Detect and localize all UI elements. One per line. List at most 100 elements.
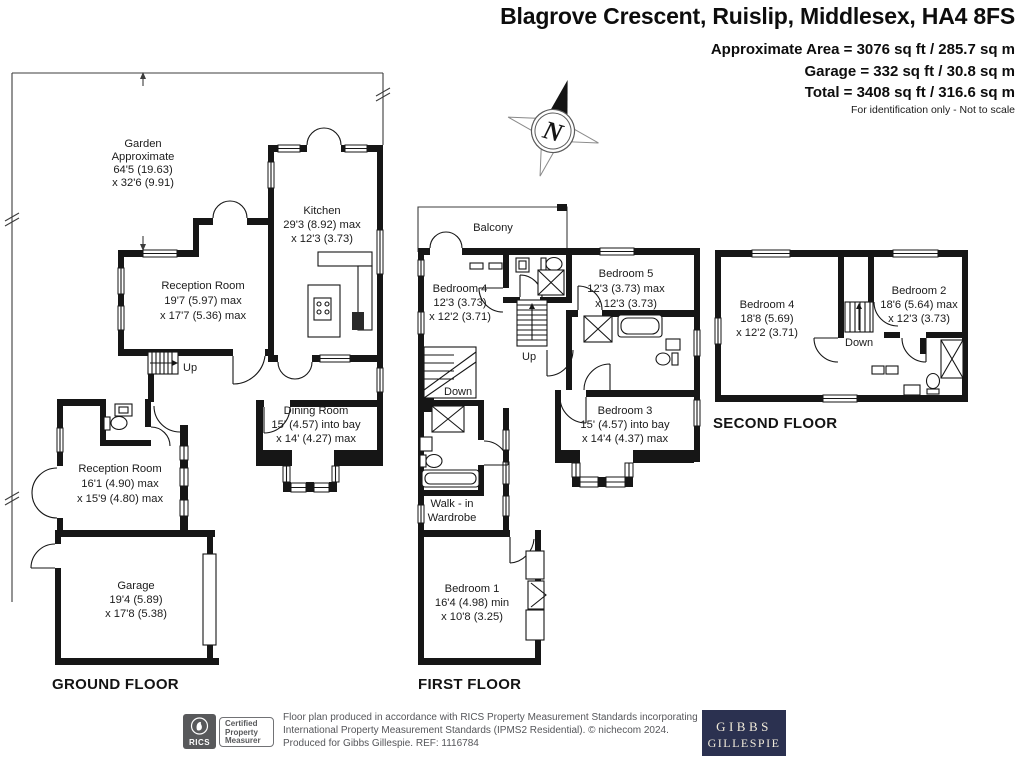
footer-disclaimer: Floor plan produced in accordance with R… bbox=[283, 712, 698, 750]
brand-line: GIBBS bbox=[716, 719, 772, 734]
bedroom-2-label: Bedroom 2 18'6 (5.64) max x 12'3 (3.73) bbox=[880, 285, 958, 325]
room-label-line: 16'1 (4.90) max bbox=[81, 478, 159, 490]
room-label-line: Kitchen bbox=[303, 205, 340, 217]
cert-line: Certified bbox=[225, 719, 258, 728]
first-floor-title: FIRST FLOOR bbox=[418, 676, 521, 693]
second-floor-walls bbox=[715, 250, 968, 402]
room-label-line: Reception Room bbox=[78, 463, 161, 475]
first-floor-stairs bbox=[423, 299, 548, 399]
shower-room-fixtures bbox=[419, 405, 480, 488]
reception-room-2-label: Reception Room 16'1 (4.90) max x 15'9 (4… bbox=[77, 463, 163, 505]
second-floor-doors bbox=[813, 301, 927, 363]
room-label-line: Bedroom 4 bbox=[433, 283, 488, 295]
ground-floor-doors bbox=[30, 127, 342, 569]
ground-floor-windows bbox=[56, 144, 384, 517]
first-floor-plan: Balcony Bedroom 4 12'3 (3.73) x 12'2 (3.… bbox=[417, 204, 701, 693]
reception-room-1-label: Reception Room 19'7 (5.97) max x 17'7 (5… bbox=[160, 280, 246, 322]
kitchen-label: Kitchen 29'3 (8.92) max x 12'3 (3.73) bbox=[283, 205, 361, 245]
bedroom-5-label: Bedroom 5 12'3 (3.73) max x 12'3 (3.73) bbox=[587, 268, 665, 310]
kitchen-units bbox=[307, 251, 373, 338]
second-floor-title: SECOND FLOOR bbox=[713, 415, 837, 432]
room-label-line: x 17'8 (5.38) bbox=[105, 608, 167, 620]
room-label-line: x 12'2 (3.71) bbox=[429, 311, 491, 323]
room-label-line: Bedroom 1 bbox=[445, 583, 500, 595]
room-label-line: 18'8 (5.69) bbox=[740, 313, 793, 325]
first-floor-doors bbox=[429, 231, 611, 564]
wardrobe-label: Walk - in Wardrobe bbox=[428, 498, 477, 524]
approximate-area: Approximate Area = 3076 sq ft / 285.7 sq… bbox=[710, 41, 1015, 58]
room-label-line: Bedroom 4 bbox=[740, 299, 795, 311]
room-label-line: Bedroom 3 bbox=[598, 405, 653, 417]
garage-label: Garage 19'4 (5.89) x 17'8 (5.38) bbox=[105, 580, 167, 620]
stairs-down-label: Down bbox=[845, 337, 873, 349]
compass-icon: N bbox=[507, 80, 599, 177]
disclaimer-line: Floor plan produced in accordance with R… bbox=[283, 712, 698, 723]
room-label-line: x 14' (4.27) max bbox=[276, 433, 356, 445]
ground-floor-title: GROUND FLOOR bbox=[52, 676, 179, 693]
area-summary: Approximate Area = 3076 sq ft / 285.7 sq… bbox=[711, 39, 1015, 104]
bedroom-4-second-label: Bedroom 4 18'8 (5.69) x 12'2 (3.71) bbox=[736, 299, 798, 339]
room-label-line: x 12'3 (3.73) bbox=[595, 298, 657, 310]
rics-wordmark: RICS bbox=[189, 738, 210, 747]
wc-fixtures bbox=[103, 403, 133, 431]
ground-floor-plan: Garden Approximate 64'5 (19.63) x 32'6 (… bbox=[4, 72, 391, 693]
room-label-line: x 14'4 (4.37) max bbox=[582, 433, 668, 445]
page-title: Blagrove Crescent, Ruislip, Middlesex, H… bbox=[500, 3, 1015, 29]
ensuite-fixtures bbox=[583, 314, 681, 366]
garden-label: Garden Approximate 64'5 (19.63) x 32'6 (… bbox=[112, 138, 175, 189]
gibbs-gillespie-logo: GIBBS GILLESPIE bbox=[702, 710, 786, 756]
bedroom-1-label: Bedroom 1 16'4 (4.98) min x 10'8 (3.25) bbox=[435, 583, 509, 623]
garden-label-line: x 32'6 (9.91) bbox=[112, 177, 174, 189]
second-floor-plan: Bedroom 4 18'8 (5.69) x 12'2 (3.71) Bedr… bbox=[713, 249, 968, 432]
stairs-up-label: Up bbox=[522, 351, 536, 363]
room-label-line: Bedroom 5 bbox=[599, 268, 654, 280]
garden-label-line: Approximate bbox=[112, 151, 175, 163]
room-label-line: 15' (4.57) into bay bbox=[271, 419, 361, 431]
total-area: Total = 3408 sq ft / 316.6 sq m bbox=[804, 84, 1015, 101]
ground-floor-stairs bbox=[147, 351, 179, 375]
second-floor-stairs bbox=[844, 301, 874, 333]
brand-line: GILLESPIE bbox=[707, 736, 781, 750]
second-floor-windows bbox=[714, 249, 939, 403]
room-label-line: Dining Room bbox=[284, 405, 349, 417]
bedroom-3-label: Bedroom 3 15' (4.57) into bay x 14'4 (4.… bbox=[580, 405, 670, 445]
disclaimer-line: International Property Measurement Stand… bbox=[283, 724, 669, 736]
garage-door bbox=[202, 553, 217, 646]
garden-boundary bbox=[4, 72, 391, 602]
room-label-line: x 12'3 (3.73) bbox=[291, 233, 353, 245]
bathroom-fixtures bbox=[515, 256, 565, 296]
disclaimer-line: Produced for Gibbs Gillespie. REF: 11167… bbox=[283, 737, 479, 749]
dining-room-label: Dining Room 15' (4.57) into bay x 14' (4… bbox=[271, 405, 361, 445]
garden-label-line: Garden bbox=[124, 138, 161, 150]
room-label-line: Bedroom 2 bbox=[892, 285, 947, 297]
room-label-line: 19'7 (5.97) max bbox=[164, 295, 242, 307]
room-label-line: 16'4 (4.98) min bbox=[435, 597, 509, 609]
room-label-line: x 17'7 (5.36) max bbox=[160, 310, 246, 322]
room-label-line: 19'4 (5.89) bbox=[109, 594, 162, 606]
room-label-line: x 15'9 (4.80) max bbox=[77, 493, 163, 505]
cert-line: Property bbox=[225, 727, 258, 737]
room-label-line: 29'3 (8.92) max bbox=[283, 219, 361, 231]
bedroom-4-first-label: Bedroom 4 12'3 (3.73) x 12'2 (3.71) bbox=[429, 283, 491, 323]
bedroom4-furniture bbox=[469, 262, 503, 270]
first-floor-walls bbox=[418, 248, 700, 665]
certified-property-measurer-badge: Certified Property Measurer bbox=[219, 717, 274, 747]
room-label-line: x 12'3 (3.73) bbox=[888, 313, 950, 325]
room-label-line: x 12'2 (3.71) bbox=[736, 327, 798, 339]
balcony-label: Balcony bbox=[473, 222, 513, 234]
identification-note: For identification only - Not to scale bbox=[851, 104, 1015, 116]
rics-logo: RICS bbox=[183, 714, 216, 749]
garden-label-line: 64'5 (19.63) bbox=[113, 164, 173, 176]
ground-floor-walls bbox=[55, 145, 383, 665]
first-floor-windows bbox=[417, 247, 701, 524]
bedroom1-features bbox=[525, 550, 547, 641]
room-label-line: Wardrobe bbox=[428, 512, 477, 524]
garage-area: Garage = 332 sq ft / 30.8 sq m bbox=[804, 62, 1015, 80]
room-label-line: Reception Room bbox=[161, 280, 244, 292]
room-label-line: Garage bbox=[117, 580, 154, 592]
room-label-line: x 10'8 (3.25) bbox=[441, 611, 503, 623]
stairs-up-label: Up bbox=[183, 362, 197, 374]
room-label-line: 12'3 (3.73) max bbox=[587, 283, 665, 295]
